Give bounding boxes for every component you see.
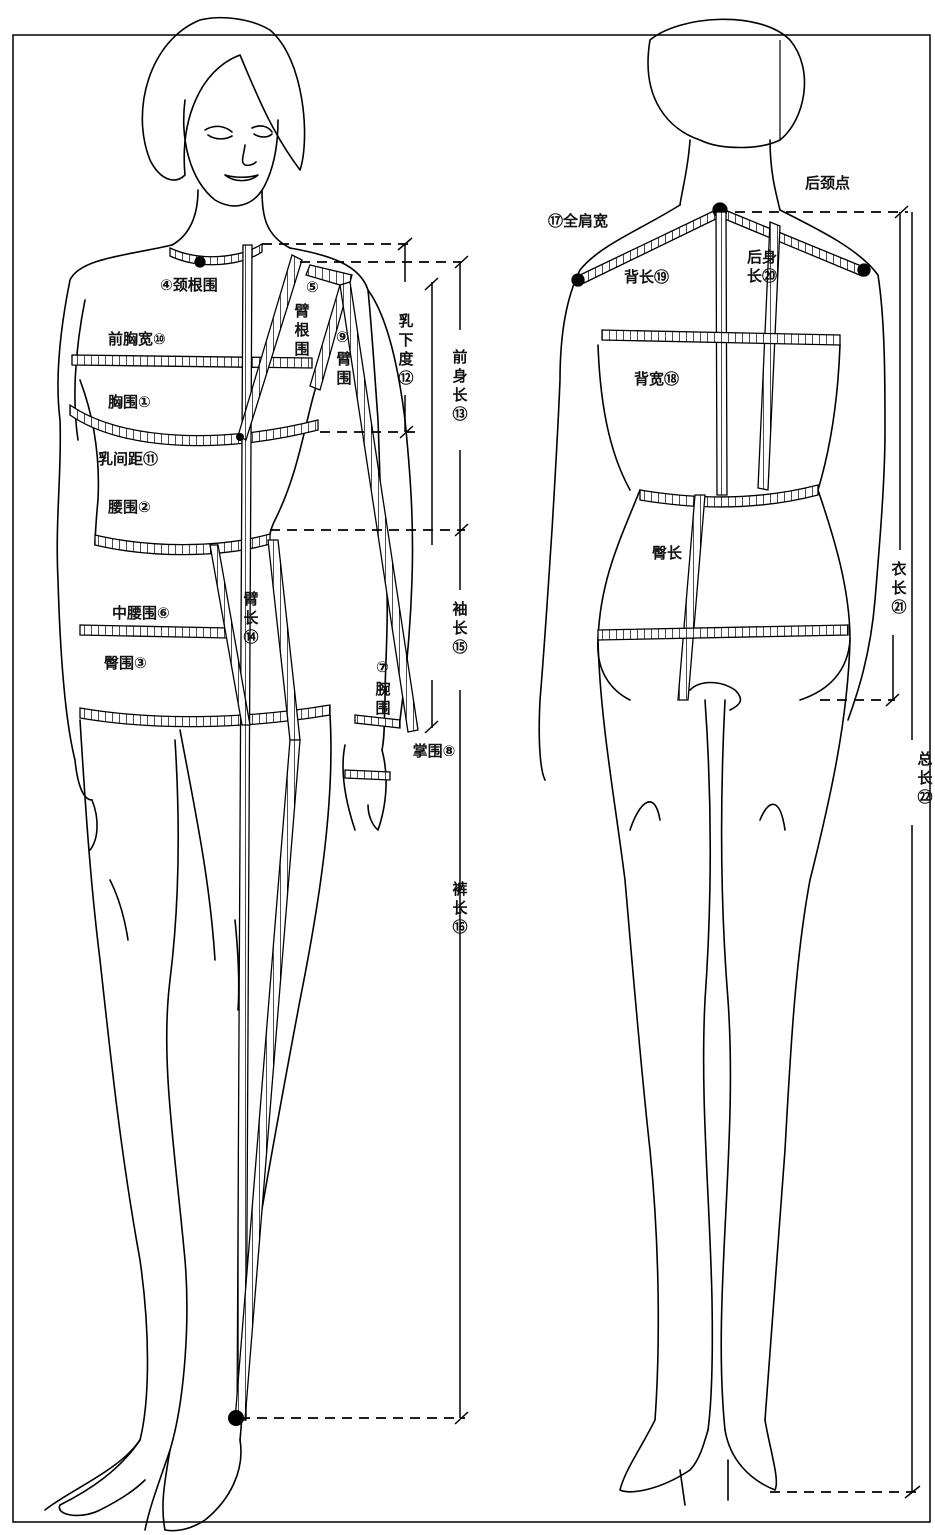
label-back-body-length: 后身长⑳ bbox=[740, 248, 784, 286]
label-front-chest-width: 前胸宽⑩ bbox=[108, 332, 166, 347]
label-hip-length: 臀长 bbox=[652, 546, 682, 561]
guide-lines bbox=[240, 40, 918, 1492]
label-mid-waist: 中腰围⑥ bbox=[112, 606, 170, 621]
label-back-length: 背长⑲ bbox=[624, 270, 669, 285]
back-figure bbox=[539, 19, 885, 1505]
label-back-neck-point: 后颈点 bbox=[805, 176, 850, 191]
label-trouser-length: 裤长⑯ bbox=[450, 880, 470, 937]
label-front-length: 前身长⑬ bbox=[450, 348, 470, 424]
label-total-length: 总长㉒ bbox=[915, 750, 935, 807]
label-bust: 胸围① bbox=[108, 395, 151, 410]
label-shoulder-width: ⑰全肩宽 bbox=[548, 214, 608, 229]
label-palm: 掌围⑧ bbox=[412, 742, 456, 761]
label-garment-length: 衣长㉑ bbox=[889, 560, 909, 617]
label-wrist-number: ⑦ bbox=[376, 660, 389, 675]
label-armhole-number: ⑤ bbox=[306, 280, 319, 295]
label-armhole: 臂根围 bbox=[292, 302, 312, 359]
back-tapes bbox=[572, 203, 870, 700]
label-neck-base: ④颈根围 bbox=[160, 278, 218, 293]
label-sleeve-length: 袖长⑮ bbox=[450, 600, 470, 657]
front-tapes bbox=[70, 244, 418, 1420]
label-waist: 腰围② bbox=[108, 500, 151, 515]
label-back-width: 背宽⑱ bbox=[634, 372, 679, 387]
label-bust-point-distance: 乳间距⑪ bbox=[98, 452, 158, 467]
label-upper-arm-number: ⑨ bbox=[336, 330, 349, 345]
label-wrist: 腕围 bbox=[373, 680, 393, 718]
frame-border bbox=[13, 35, 930, 1522]
label-bust-depth: 乳下度⑫ bbox=[396, 312, 416, 388]
label-hip: 臀围③ bbox=[104, 656, 147, 671]
label-arm-length: 臂长⑭ bbox=[241, 590, 261, 647]
label-upper-arm: 臂围 bbox=[334, 350, 354, 388]
